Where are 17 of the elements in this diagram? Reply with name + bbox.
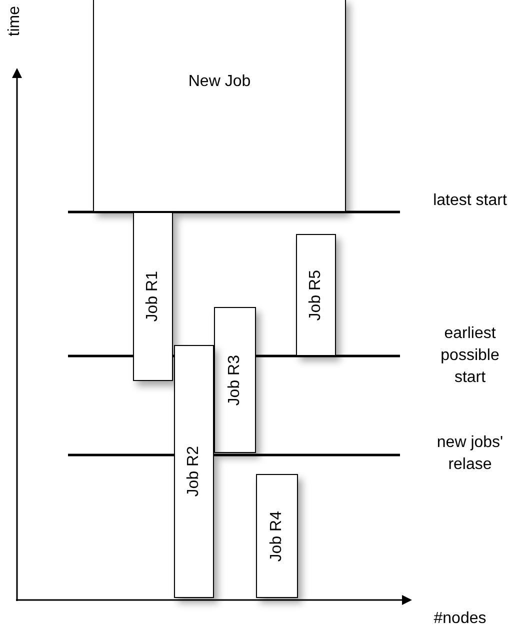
job-label: Job R5 bbox=[307, 270, 325, 320]
job-box bbox=[133, 212, 173, 381]
job-label: Job R1 bbox=[144, 271, 162, 322]
job-box bbox=[296, 234, 336, 356]
job-label: Job R3 bbox=[226, 354, 244, 406]
job-label: Job R4 bbox=[268, 510, 286, 562]
axis-label: #nodes bbox=[432, 609, 488, 629]
job-box bbox=[256, 474, 298, 598]
job-label: Job R2 bbox=[185, 446, 203, 497]
threshold-label: earliest possible start bbox=[440, 324, 500, 388]
threshold-label: latest start bbox=[432, 191, 508, 211]
job-box bbox=[93, 0, 346, 212]
axis-label: time bbox=[5, 6, 24, 36]
job-box bbox=[214, 307, 256, 453]
job-label: New Job bbox=[188, 73, 251, 91]
threshold-label: new jobs' relase bbox=[436, 433, 504, 475]
job-box bbox=[174, 345, 214, 598]
